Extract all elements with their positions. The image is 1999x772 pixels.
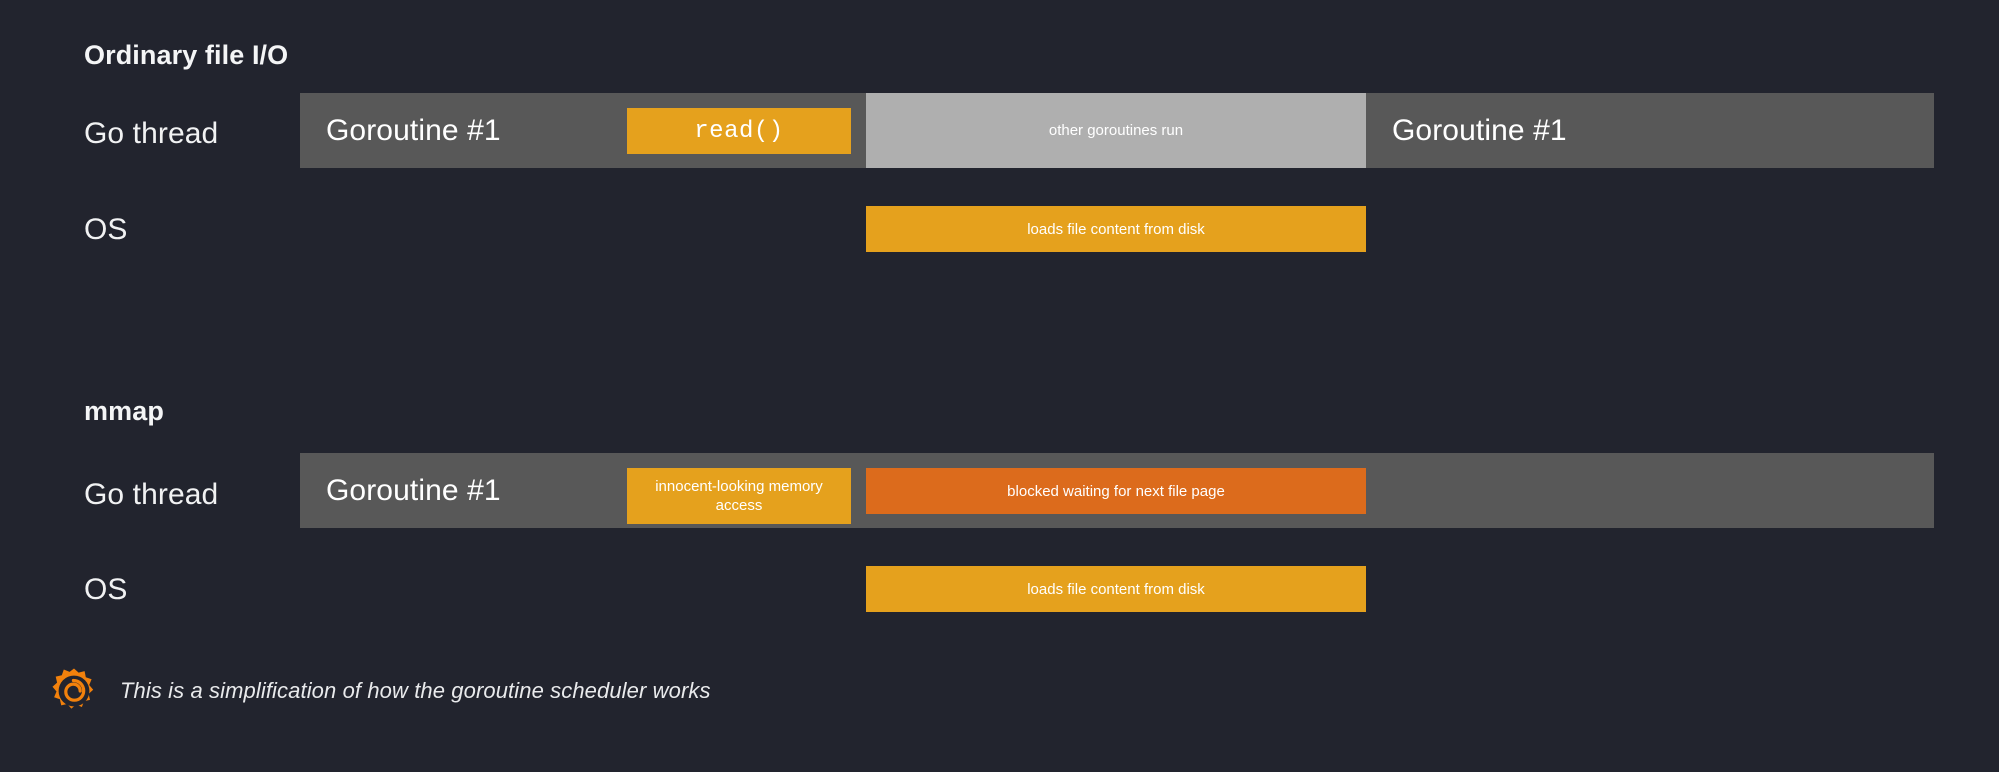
block-innocent-looking-memory-access: innocent-looking memory access [627,468,851,524]
section-title-ordinary-file-io: Ordinary file I/O [84,40,289,70]
row-label-os-ordinary: OS [84,213,128,246]
block-read-syscall: read() [627,108,851,154]
row-label-os-mmap: OS [84,573,128,606]
block-os-loads-file-content-ordinary: loads file content from disk [866,206,1366,252]
block-os-loads-file-content-mmap: loads file content from disk [866,566,1366,612]
section-title-mmap: mmap [84,396,164,426]
block-other-goroutines-run: other goroutines run [866,93,1366,168]
footnote: This is a simplification of how the goro… [50,667,711,715]
gopher-spiral-icon [50,667,98,715]
row-label-go-thread-ordinary: Go thread [84,117,219,150]
block-goroutine-1-ordinary-resume: Goroutine #1 [1366,93,1934,168]
block-blocked-waiting-for-next-file-page: blocked waiting for next file page [866,468,1366,514]
row-label-go-thread-mmap: Go thread [84,478,219,511]
footnote-text: This is a simplification of how the goro… [120,678,711,703]
